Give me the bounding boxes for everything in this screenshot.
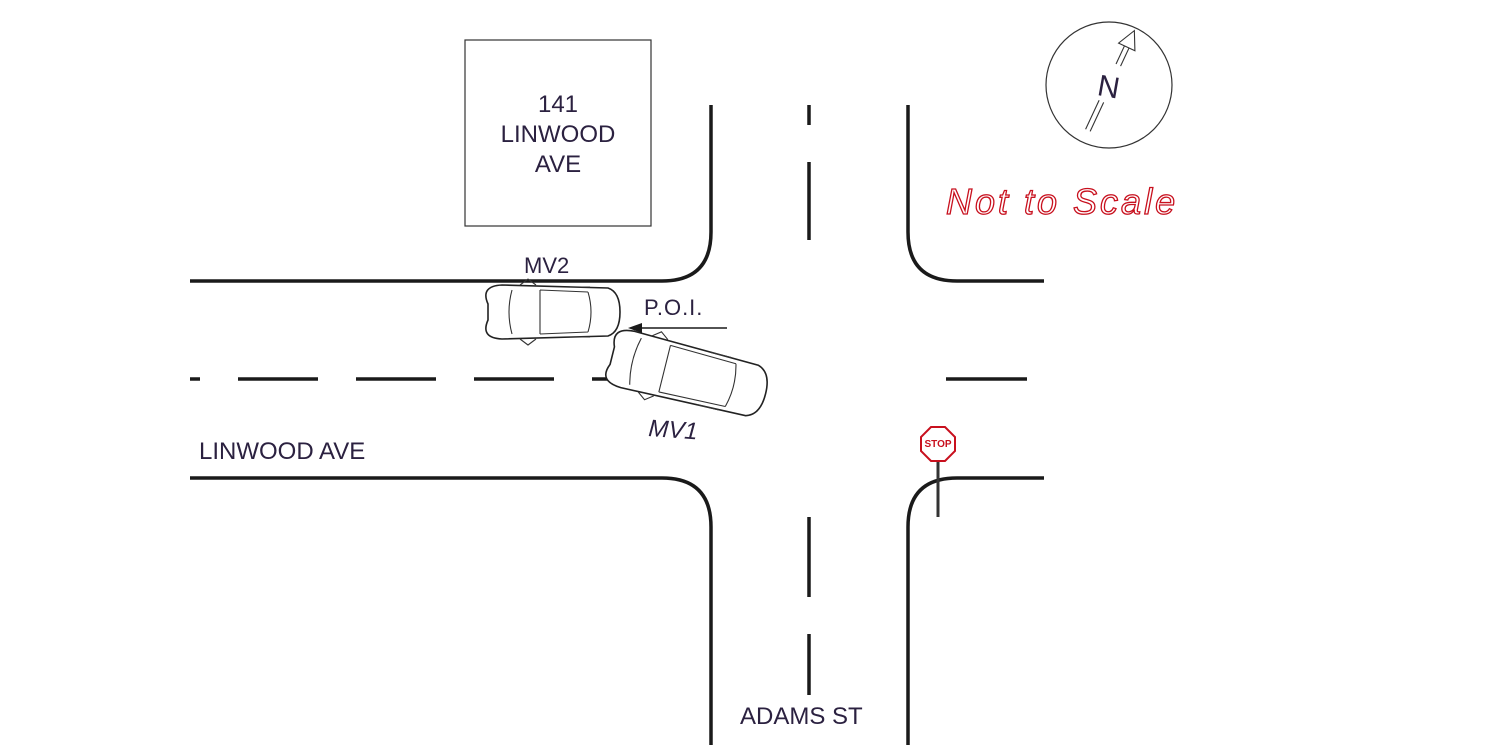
building-outline: [464, 39, 652, 227]
car-body: [485, 284, 621, 340]
adams-st-label: ADAMS ST: [740, 703, 863, 730]
building: 141 LINWOOD AVE: [464, 39, 652, 227]
car-detail: [508, 289, 592, 335]
road-edge-northeast: [906, 105, 1044, 283]
building-street: LINWOOD: [501, 121, 616, 148]
linwood-ave-label: LINWOOD AVE: [199, 438, 365, 465]
not-to-scale-note: Not to Scale: [946, 181, 1178, 222]
mv2-car: [485, 278, 621, 346]
poi-label: P.O.I.: [644, 295, 703, 320]
car-mirrors: [519, 278, 590, 346]
car-body: [604, 329, 768, 417]
stop-sign: STOP: [920, 426, 956, 517]
stop-sign-text: STOP: [924, 439, 951, 450]
mv2-label: MV2: [524, 253, 569, 278]
building-street-suffix: AVE: [535, 151, 581, 178]
mv1-label: MV1: [648, 415, 699, 445]
car-mirrors: [637, 331, 732, 411]
north-compass: N: [1045, 21, 1173, 149]
poi-marker: P.O.I.: [628, 295, 727, 333]
stop-sign-octagon-icon: [920, 426, 956, 462]
road-edge-northwest: [190, 105, 713, 283]
poi-arrow-head-icon: [628, 323, 642, 333]
north-arrow-icon: [1085, 29, 1136, 132]
road-edge-southwest: [190, 476, 713, 745]
compass-circle: [1045, 21, 1173, 149]
road-edge-southeast: [906, 476, 1044, 745]
road-edges: [190, 105, 1044, 745]
center-lines: [190, 105, 1027, 695]
car-detail: [629, 337, 737, 408]
building-number: 141: [538, 91, 578, 118]
mv1-car: [604, 329, 768, 417]
